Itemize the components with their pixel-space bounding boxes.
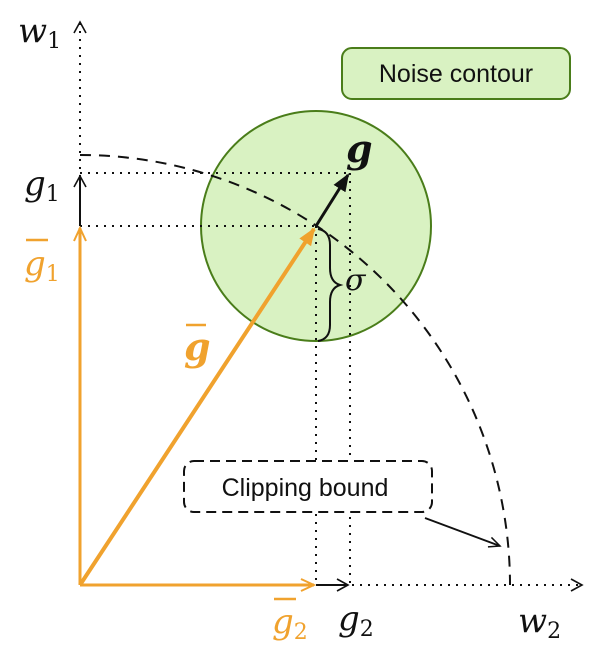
w1-axis-label: w1 bbox=[18, 11, 61, 54]
w2-axis-label: w2 bbox=[518, 601, 561, 644]
clipping-bound-label: Clipping bound bbox=[222, 474, 389, 502]
gbar2-label-group: g2 bbox=[272, 597, 308, 645]
gbar1-label: g1 bbox=[24, 244, 60, 287]
gbar-vector-label-group: g bbox=[184, 323, 211, 369]
noise-contour-box bbox=[341, 47, 571, 100]
g1-label: g1 bbox=[24, 164, 60, 207]
g-vector-arrow bbox=[314, 173, 350, 227]
sigma-label: σ bbox=[345, 263, 367, 298]
gbar2-label: g2 bbox=[272, 602, 308, 645]
noise-contour-label: Noise contour bbox=[379, 60, 533, 88]
g2-label: g2 bbox=[338, 599, 374, 642]
clipping-bound-arc bbox=[79, 154, 511, 586]
g-vector-label: g bbox=[346, 126, 373, 171]
clipping-bound-pointer bbox=[424, 517, 502, 548]
gbar-vector-arrow bbox=[78, 227, 316, 587]
gbar1-label-group: g1 bbox=[24, 238, 60, 287]
sigma-brace bbox=[317, 228, 344, 342]
clipping-bound-box bbox=[183, 460, 433, 513]
gbar-vector-label: g bbox=[184, 324, 211, 369]
